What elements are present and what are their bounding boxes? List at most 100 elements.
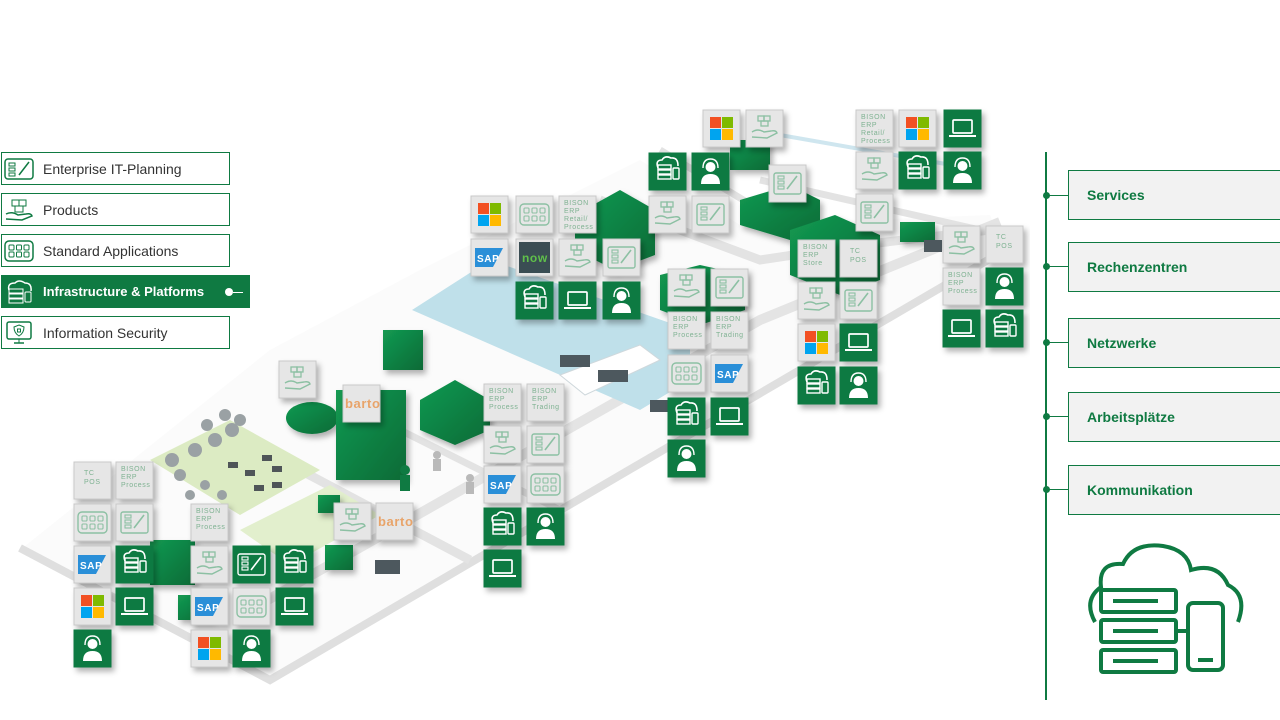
tile-plan bbox=[115, 503, 154, 542]
right-nav-arbeitsplaetze[interactable]: Arbeitsplätze bbox=[1068, 392, 1280, 442]
tile-grid bbox=[232, 587, 271, 626]
svg-text:Process: Process bbox=[196, 524, 226, 531]
tile-cloud bbox=[985, 309, 1024, 348]
svg-text:now: now bbox=[522, 251, 548, 265]
svg-text:Process: Process bbox=[489, 404, 519, 411]
tile-tcpos: TC POS bbox=[839, 239, 878, 278]
infrastructure-cloud-server-icon bbox=[1088, 543, 1244, 674]
svg-text:barto: barto bbox=[378, 514, 414, 529]
svg-text:BISON: BISON bbox=[564, 200, 589, 207]
people-figures bbox=[400, 451, 474, 494]
svg-text:barto: barto bbox=[345, 396, 381, 411]
svg-text:TC: TC bbox=[850, 248, 861, 255]
tile-headset bbox=[985, 267, 1024, 306]
svg-text:SAP: SAP bbox=[197, 603, 219, 614]
svg-text:Trading: Trading bbox=[716, 332, 744, 339]
tile-hand bbox=[558, 238, 597, 277]
svg-text:BISON: BISON bbox=[803, 244, 828, 251]
tile-hand bbox=[855, 151, 894, 190]
tile-cloud bbox=[648, 152, 687, 191]
svg-text:Process: Process bbox=[861, 138, 891, 145]
vehicles bbox=[375, 240, 942, 574]
tile-ms bbox=[702, 109, 741, 148]
tile-hand bbox=[667, 268, 706, 307]
svg-text:POS: POS bbox=[996, 243, 1013, 250]
tile-sap: SAP bbox=[710, 354, 749, 393]
connector-dot bbox=[1043, 339, 1050, 346]
tile-hand bbox=[190, 545, 229, 584]
svg-text:Retail/: Retail/ bbox=[861, 130, 885, 137]
nav-item-enterprise-it-planning[interactable]: Enterprise IT-Planning bbox=[1, 152, 230, 185]
svg-text:Process: Process bbox=[121, 482, 151, 489]
tile-laptop bbox=[483, 549, 522, 588]
tile-tcpos: TC POS bbox=[985, 225, 1024, 264]
tile-cloud bbox=[275, 545, 314, 584]
connector-line bbox=[1048, 342, 1068, 343]
nav-item-information-security[interactable]: Information Security bbox=[1, 316, 230, 349]
svg-text:BISON: BISON bbox=[121, 466, 146, 473]
svg-text:SAP: SAP bbox=[477, 254, 499, 265]
nav-item-infrastructure-platforms[interactable]: Infrastructure & Platforms bbox=[1, 275, 250, 308]
nav-label: Information Security bbox=[43, 324, 168, 341]
active-indicator-dot bbox=[225, 288, 233, 296]
tile-ms bbox=[898, 109, 937, 148]
tile-sap: SAP bbox=[73, 545, 112, 584]
svg-text:BISON: BISON bbox=[489, 388, 514, 395]
nav-item-products[interactable]: Products bbox=[1, 193, 230, 226]
connector-dot bbox=[1043, 263, 1050, 270]
svg-text:ERP: ERP bbox=[716, 324, 732, 331]
tile-hand bbox=[483, 425, 522, 464]
tile-cloud bbox=[483, 507, 522, 546]
right-nav-rechenzentren[interactable]: Rechenzentren bbox=[1068, 242, 1280, 292]
tile-hand bbox=[278, 360, 317, 399]
tile-headset bbox=[602, 281, 641, 320]
nav-label: Infrastructure & Platforms bbox=[43, 284, 205, 299]
svg-text:Process: Process bbox=[564, 224, 594, 231]
active-indicator-line bbox=[233, 292, 243, 293]
connector-line bbox=[1048, 489, 1068, 490]
svg-text:ERP: ERP bbox=[673, 324, 689, 331]
svg-text:SAP: SAP bbox=[80, 561, 102, 572]
tile-now: now bbox=[515, 238, 554, 277]
tile-grid bbox=[515, 195, 554, 234]
livestock bbox=[228, 455, 282, 491]
tile-headset bbox=[526, 507, 565, 546]
svg-text:ERP: ERP bbox=[196, 516, 212, 523]
tile-sap: SAP bbox=[483, 465, 522, 504]
tile-plan bbox=[839, 281, 878, 320]
connector-line bbox=[1048, 195, 1068, 196]
svg-text:TC: TC bbox=[996, 234, 1007, 241]
tile-headset bbox=[691, 152, 730, 191]
tile-headset bbox=[839, 366, 878, 405]
svg-text:SAP: SAP bbox=[490, 481, 512, 492]
svg-text:BISON: BISON bbox=[673, 316, 698, 323]
tile-plan bbox=[710, 268, 749, 307]
tile-sap: SAP bbox=[470, 238, 509, 277]
svg-text:POS: POS bbox=[850, 257, 867, 264]
connector-line bbox=[1048, 266, 1068, 267]
nav-item-standard-applications[interactable]: Standard Applications bbox=[1, 234, 230, 267]
tile-sap: SAP bbox=[190, 587, 229, 626]
tile-ms bbox=[190, 629, 229, 668]
tile-laptop bbox=[558, 281, 597, 320]
svg-text:BISON: BISON bbox=[196, 508, 221, 515]
right-nav-kommunikation[interactable]: Kommunikation bbox=[1068, 465, 1280, 515]
tile-plan bbox=[232, 545, 271, 584]
tile-plan bbox=[602, 238, 641, 277]
svg-text:BISON: BISON bbox=[532, 388, 557, 395]
planning-icon bbox=[2, 153, 36, 184]
right-nav-netzwerke[interactable]: Netzwerke bbox=[1068, 318, 1280, 368]
tile-laptop bbox=[839, 323, 878, 362]
tile-headset bbox=[943, 151, 982, 190]
isometric-landscape-map: TCPOSBISONERPProcessSAPBISONERPProcessSA… bbox=[18, 109, 1024, 685]
connector-dot bbox=[1043, 486, 1050, 493]
tile-headset bbox=[232, 629, 271, 668]
right-nav-services[interactable]: Services bbox=[1068, 170, 1280, 220]
svg-text:Trading: Trading bbox=[532, 404, 560, 411]
